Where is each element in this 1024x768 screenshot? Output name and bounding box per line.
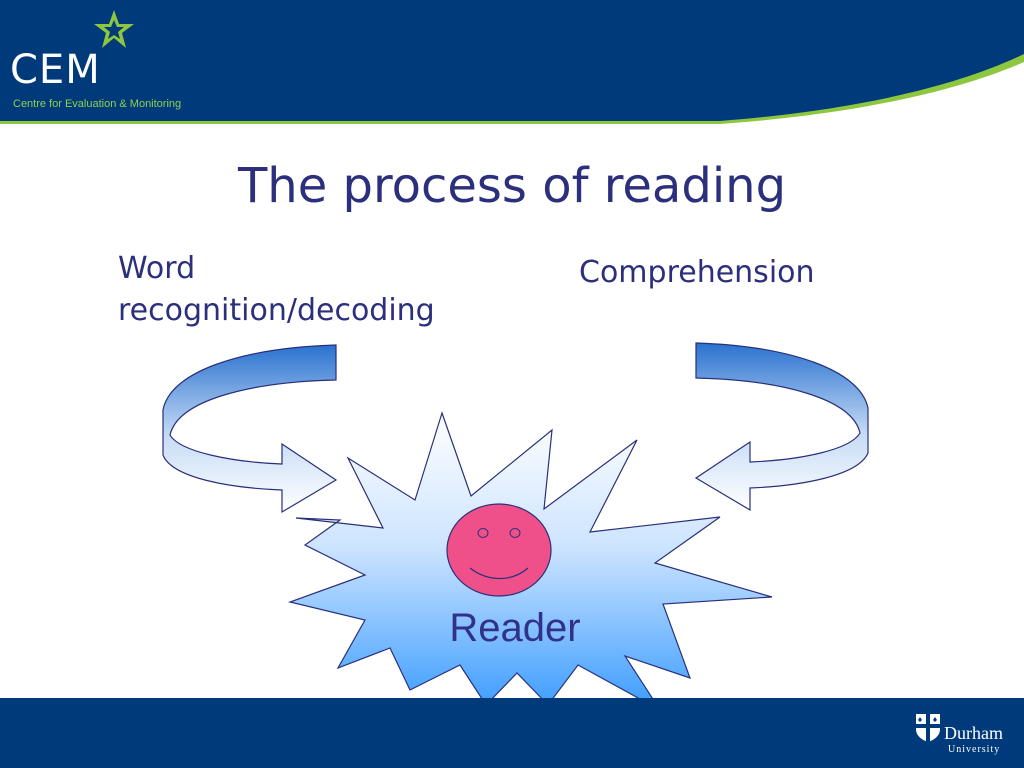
durham-crest-icon — [916, 714, 940, 742]
logo-subtitle: Centre for Evaluation & Monitoring — [13, 98, 182, 110]
left-curved-arrow — [162, 344, 338, 514]
footer-bar — [0, 698, 1024, 768]
comprehension-label: Comprehension — [579, 255, 815, 290]
word-recognition-label: Word recognition/decoding — [118, 248, 435, 332]
header-background — [0, 0, 1024, 128]
smiley-face-icon — [446, 503, 552, 597]
header-banner: CEM Centre for Evaluation & Monitoring — [0, 0, 1024, 128]
durham-university-subtitle: University — [948, 744, 1001, 755]
word-recognition-text: Word recognition/decoding — [118, 251, 435, 328]
right-curved-arrow — [694, 342, 869, 512]
logo-text: CEM — [10, 47, 101, 93]
star-icon — [94, 10, 134, 48]
slide-title: The process of reading — [237, 158, 787, 214]
reader-label: Reader — [449, 606, 581, 650]
durham-university-name: Durham — [944, 723, 1003, 743]
